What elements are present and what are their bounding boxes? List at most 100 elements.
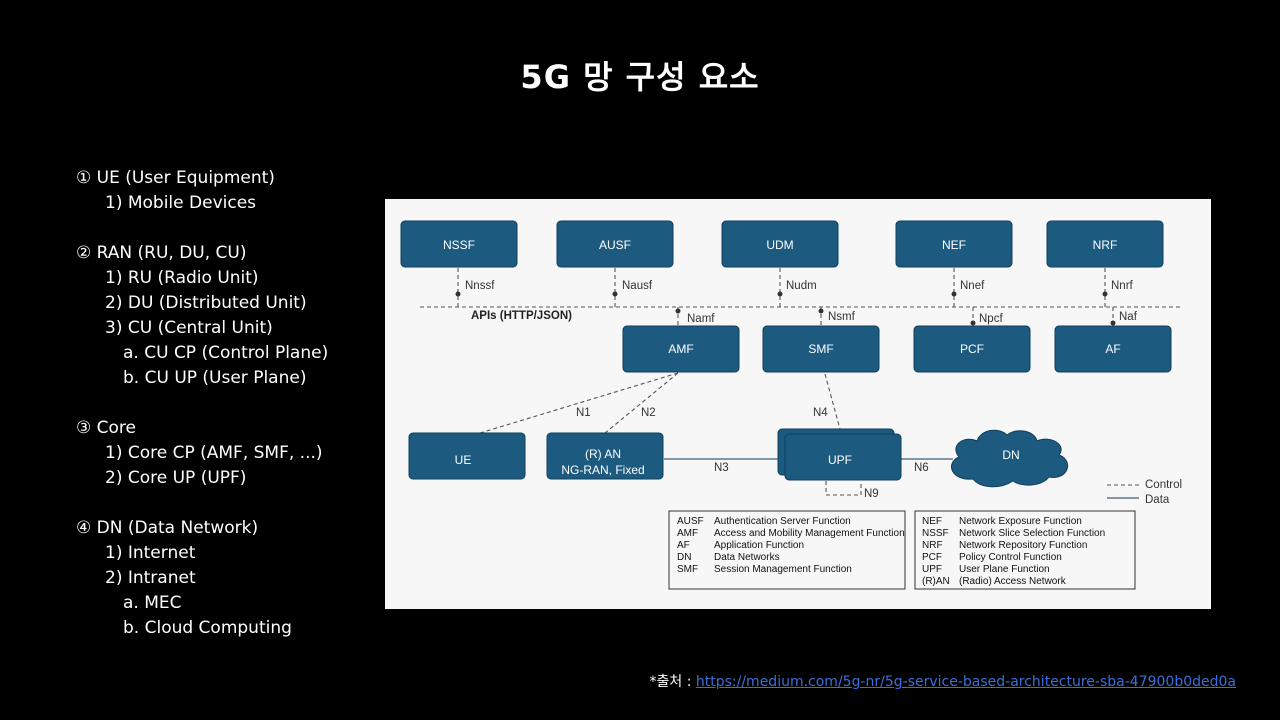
nrf-label: NRF xyxy=(1093,238,1118,252)
glossary-abbr: UPF xyxy=(922,564,942,575)
dot-nef xyxy=(951,291,957,297)
nrf-box xyxy=(1046,220,1164,268)
link-n9 xyxy=(825,481,862,496)
ran-label-line2: NG-RAN, Fixed xyxy=(561,463,644,477)
iface-naf: Naf xyxy=(1119,311,1138,323)
outline-item: 1) Mobile Devices xyxy=(105,193,257,213)
outline-item: b. Cloud Computing xyxy=(123,618,292,638)
outline-item: 1) RU (Radio Unit) xyxy=(105,268,259,288)
outline-item: 2) Core UP (UPF) xyxy=(105,468,247,488)
glossary-abbr: DN xyxy=(677,552,691,563)
glossary-full: Session Management Function xyxy=(714,564,852,575)
dot-af xyxy=(1110,320,1116,326)
ran-label-line1: (R) AN xyxy=(585,447,621,461)
glossary-abbr: PCF xyxy=(922,552,942,563)
glossary-abbr: SMF xyxy=(677,564,698,575)
iface-npcf: Npcf xyxy=(979,313,1003,325)
udm-box xyxy=(721,220,839,268)
link-n4 xyxy=(824,373,841,430)
outline-item: 1) Internet xyxy=(105,543,196,563)
outline-item: 3) CU (Central Unit) xyxy=(105,318,273,338)
pcf-box xyxy=(913,325,1031,373)
nssf-box xyxy=(400,220,518,268)
outline-item: a. CU CP (Control Plane) xyxy=(123,343,329,363)
outline-item: ② RAN (RU, DU, CU) xyxy=(76,243,247,263)
glossary-full: Network Slice Selection Function xyxy=(959,528,1105,539)
iface-nnrf: Nnrf xyxy=(1111,280,1134,292)
dn-label: DN xyxy=(1002,448,1019,462)
slide-title: 5G 망 구성 요소 xyxy=(520,58,760,96)
ausf-box xyxy=(556,220,674,268)
outline-item: a. MEC xyxy=(123,593,182,613)
dot-nrf xyxy=(1102,291,1108,297)
glossary-full: Access and Mobility Management Function xyxy=(714,528,905,539)
sba-diagram: APIs (HTTP/JSON) Nnssf Nausf Nudm Nnef N… xyxy=(385,199,1211,609)
outline-spacer xyxy=(76,216,366,241)
glossary-full: User Plane Function xyxy=(959,564,1050,575)
glossary-abbr: AF xyxy=(677,540,690,551)
dot-amf xyxy=(675,308,681,314)
smf-box xyxy=(762,325,880,373)
legend-control-label: Control xyxy=(1145,479,1182,491)
glossary-full: Network Exposure Function xyxy=(959,516,1082,527)
ausf-label: AUSF xyxy=(599,238,631,252)
legend-data-label: Data xyxy=(1145,494,1170,506)
dot-udm xyxy=(777,291,783,297)
source-prefix: *출처 : xyxy=(649,674,696,690)
glossary-full: Application Function xyxy=(714,540,804,551)
amf-label: AMF xyxy=(668,342,693,356)
outline-item: b. CU UP (User Plane) xyxy=(123,368,307,388)
iface-n3: N3 xyxy=(714,462,729,474)
outline-item: 1) Core CP (AMF, SMF, ...) xyxy=(105,443,323,463)
glossary-full: Network Repository Function xyxy=(959,540,1087,551)
glossary-full: (Radio) Access Network xyxy=(959,576,1067,587)
amf-box xyxy=(622,325,740,373)
af-label: AF xyxy=(1105,342,1120,356)
glossary-abbr: NSSF xyxy=(922,528,949,539)
iface-n1: N1 xyxy=(576,407,591,419)
link-n1 xyxy=(479,372,679,434)
nssf-label: NSSF xyxy=(443,238,475,252)
glossary-abbr: NEF xyxy=(922,516,942,527)
af-box xyxy=(1054,325,1172,373)
ue-box xyxy=(408,432,526,480)
outline-item: ④ DN (Data Network) xyxy=(76,518,259,538)
source-citation: *출처 : https://medium.com/5g-nr/5g-servic… xyxy=(649,671,1236,691)
nef-box xyxy=(895,220,1013,268)
glossary-full: Policy Control Function xyxy=(959,552,1062,563)
iface-n9: N9 xyxy=(864,488,879,500)
smf-label: SMF xyxy=(808,342,833,356)
outline-item: 2) DU (Distributed Unit) xyxy=(105,293,307,313)
glossary-left-box xyxy=(668,510,906,590)
iface-nsmf: Nsmf xyxy=(828,311,856,323)
outline-item: 2) Intranet xyxy=(105,568,196,588)
glossary-abbr: AMF xyxy=(677,528,698,539)
outline-item: ① UE (User Equipment) xyxy=(76,168,275,188)
upf-box xyxy=(784,433,902,481)
dot-smf xyxy=(818,308,824,314)
nef-label: NEF xyxy=(942,238,966,252)
udm-label: UDM xyxy=(766,238,793,252)
outline-item: ③ Core xyxy=(76,418,136,438)
ue-label: UE xyxy=(455,453,472,467)
iface-nnssf: Nnssf xyxy=(465,280,495,292)
dot-nssf xyxy=(455,291,461,297)
iface-nausf: Nausf xyxy=(622,280,653,292)
iface-nudm: Nudm xyxy=(786,280,817,292)
iface-n4: N4 xyxy=(813,407,828,419)
dn-cloud-icon xyxy=(950,429,1069,488)
iface-namf: Namf xyxy=(687,313,715,325)
pcf-label: PCF xyxy=(960,342,984,356)
dot-pcf xyxy=(970,320,976,326)
link-n2 xyxy=(604,372,679,434)
outline-spacer xyxy=(76,491,366,516)
glossary-abbr: (R)AN xyxy=(922,576,950,587)
glossary-abbr: NRF xyxy=(922,540,943,551)
ran-box xyxy=(546,432,664,480)
source-link[interactable]: https://medium.com/5g-nr/5g-service-base… xyxy=(695,674,1236,690)
glossary-abbr: AUSF xyxy=(677,516,704,527)
glossary-full: Authentication Server Function xyxy=(714,516,851,527)
glossary-full: Data Networks xyxy=(714,552,780,563)
outline-spacer xyxy=(76,391,366,416)
